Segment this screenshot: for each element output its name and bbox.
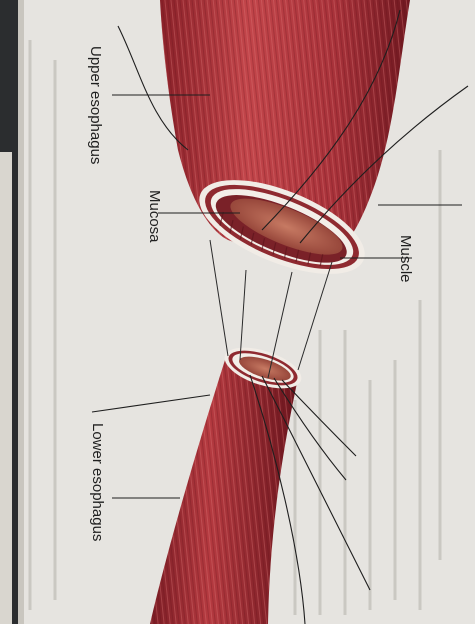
- left-paper-strip: [0, 152, 12, 624]
- label-mucosa: Mucosa: [146, 190, 163, 243]
- label-lower-esophagus: Lower esophagus: [89, 423, 106, 541]
- label-muscle: Muscle: [397, 235, 414, 283]
- label-upper-esophagus: Upper esophagus: [87, 46, 104, 164]
- page-edge-shadow: [18, 0, 24, 624]
